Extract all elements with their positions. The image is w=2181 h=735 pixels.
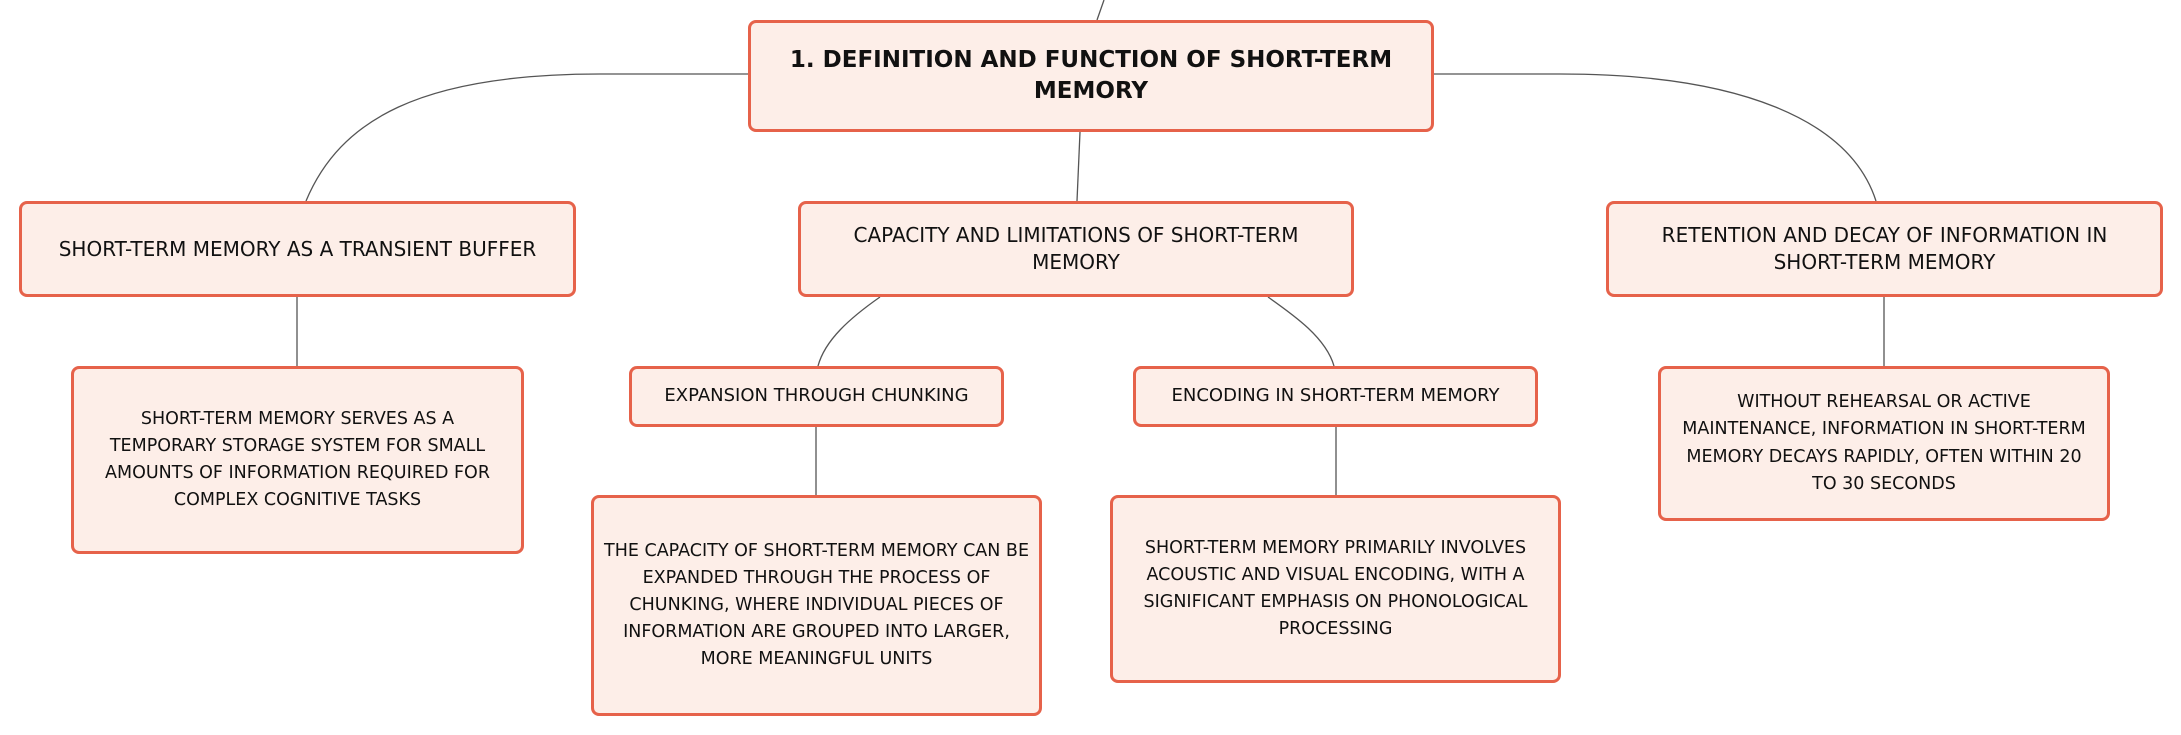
detail-retention-decay[interactable]: WITHOUT REHEARSAL OR ACTIVE MAINTENANCE,… <box>1658 366 2110 521</box>
topic-transient-buffer[interactable]: SHORT-TERM MEMORY AS A TRANSIENT BUFFER <box>19 201 576 297</box>
connector-root-to-parent <box>1096 0 1105 21</box>
detail-encoding[interactable]: SHORT-TERM MEMORY PRIMARILY INVOLVES ACO… <box>1110 495 1561 683</box>
topic-retention-decay-label: RETENTION AND DECAY OF INFORMATION IN SH… <box>1661 223 2108 274</box>
topic-capacity-limitations-label: CAPACITY AND LIMITATIONS OF SHORT-TERM M… <box>853 223 1299 274</box>
subtopic-encoding-label: ENCODING IN SHORT-TERM MEMORY <box>1171 385 1500 407</box>
connector-capacity-to-chunking <box>817 296 881 367</box>
connector-root-to-retention <box>1434 73 1877 202</box>
subtopic-chunking[interactable]: EXPANSION THROUGH CHUNKING <box>629 366 1004 427</box>
connector-root-to-capacity <box>1076 131 1081 202</box>
detail-transient-buffer[interactable]: SHORT-TERM MEMORY SERVES AS A TEMPORARY … <box>71 366 524 554</box>
detail-chunking[interactable]: THE CAPACITY OF SHORT-TERM MEMORY CAN BE… <box>591 495 1042 716</box>
connector-root-to-transient <box>305 73 748 202</box>
detail-chunking-text: THE CAPACITY OF SHORT-TERM MEMORY CAN BE… <box>604 540 1029 670</box>
topic-retention-decay[interactable]: RETENTION AND DECAY OF INFORMATION IN SH… <box>1606 201 2163 297</box>
topic-transient-buffer-label: SHORT-TERM MEMORY AS A TRANSIENT BUFFER <box>58 236 537 261</box>
connector-capacity-to-encoding <box>1267 296 1335 367</box>
subtopic-chunking-label: EXPANSION THROUGH CHUNKING <box>664 385 969 407</box>
subtopic-encoding[interactable]: ENCODING IN SHORT-TERM MEMORY <box>1133 366 1538 427</box>
topic-capacity-limitations[interactable]: CAPACITY AND LIMITATIONS OF SHORT-TERM M… <box>798 201 1354 297</box>
detail-transient-buffer-text: SHORT-TERM MEMORY SERVES AS A TEMPORARY … <box>105 408 490 511</box>
detail-encoding-text: SHORT-TERM MEMORY PRIMARILY INVOLVES ACO… <box>1143 537 1528 640</box>
detail-retention-decay-text: WITHOUT REHEARSAL OR ACTIVE MAINTENANCE,… <box>1682 392 2086 494</box>
root-topic-label: 1. DEFINITION AND FUNCTION OF SHORT-TERM… <box>789 46 1393 104</box>
root-topic-node[interactable]: 1. DEFINITION AND FUNCTION OF SHORT-TERM… <box>748 20 1434 132</box>
